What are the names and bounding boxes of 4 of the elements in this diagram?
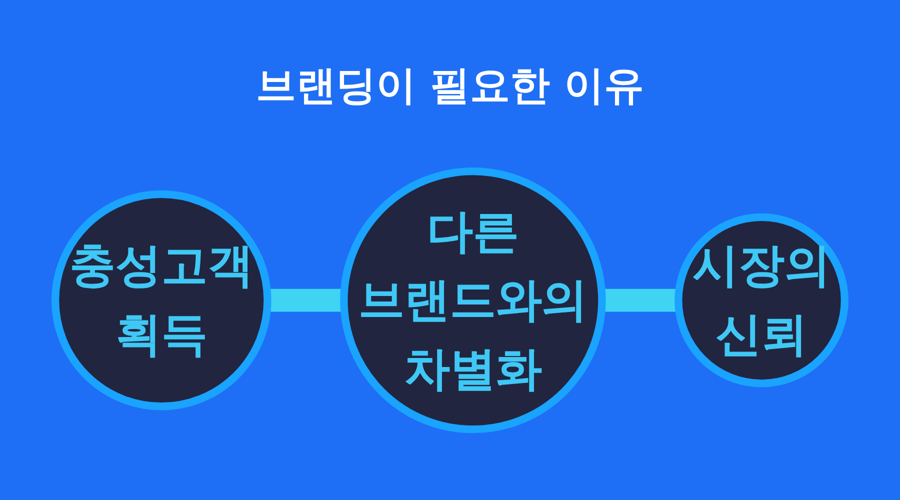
title: 브랜딩이 필요한 이유 <box>255 62 645 111</box>
node-circle: 다른 브랜드와의 차별화 <box>340 167 606 433</box>
node-circle: 시장의 신뢰 <box>674 213 849 387</box>
node-circle: 충성고객 획득 <box>51 190 272 410</box>
